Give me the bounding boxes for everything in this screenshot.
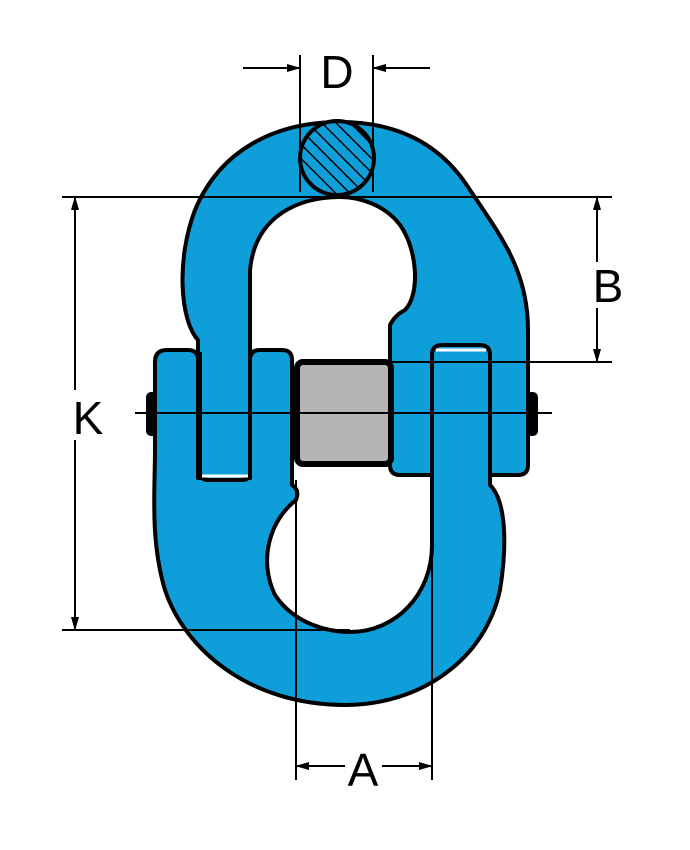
label-k: K — [73, 392, 104, 444]
label-d: D — [320, 46, 353, 98]
dimension-a: A — [295, 480, 433, 796]
dimension-b: B — [62, 196, 629, 363]
dimension-d: D — [243, 46, 430, 192]
upper-link-leg — [198, 352, 252, 482]
label-b: B — [593, 260, 624, 312]
lower-half-link — [152, 343, 507, 707]
cross-section — [298, 119, 376, 197]
dimension-k: K — [62, 196, 350, 631]
label-a: A — [348, 744, 379, 796]
